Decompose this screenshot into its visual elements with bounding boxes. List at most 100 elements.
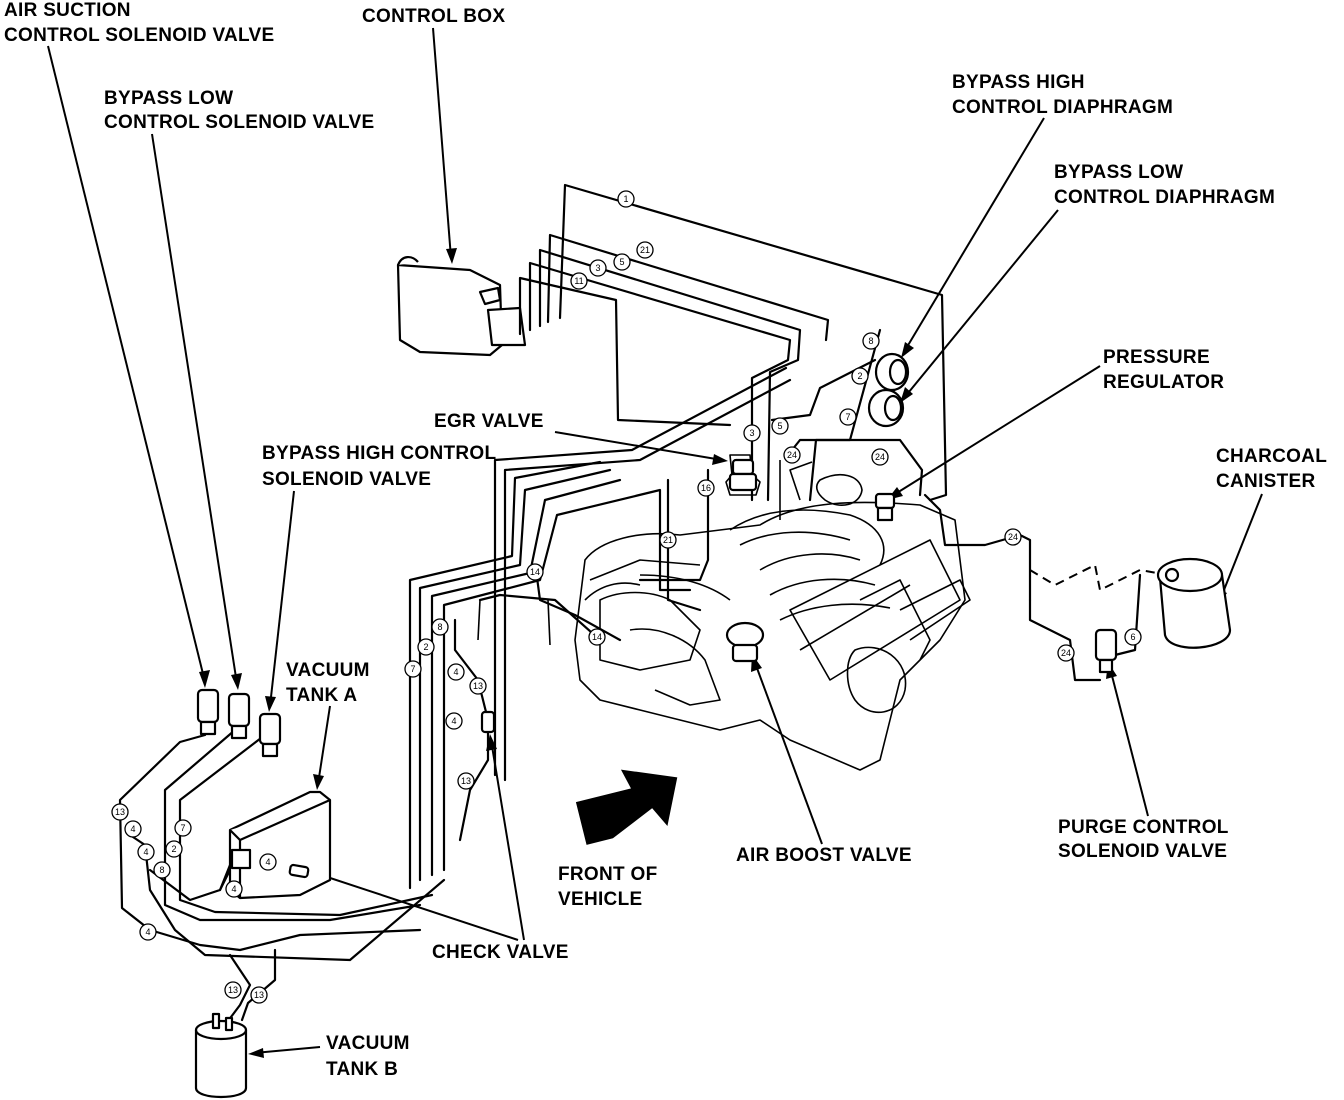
purge-control-solenoid-valve [1094,628,1118,674]
svg-text:13: 13 [473,681,483,691]
hose-tag: 13 [224,981,242,999]
leader-charcoal-canister [1219,493,1263,601]
svg-text:4: 4 [265,857,270,867]
svg-text:4: 4 [231,884,236,894]
label-egr-valve: EGR VALVE [434,411,544,432]
leader-bypass-high-diaphragm [903,117,1045,353]
hose-tag: 24 [1057,644,1075,662]
label-vacuum-tank-a-line1: VACUUM [286,660,370,681]
svg-text:2: 2 [171,844,176,854]
svg-text:21: 21 [640,245,650,255]
leader-air-boost-valve [753,659,823,845]
label-pressure-regulator: PRESSURE REGULATOR [1103,347,1224,393]
hose-tag: 16 [697,479,715,497]
label-bypass-high-diaphragm-line1: BYPASS HIGH [952,72,1085,93]
hose-tag: 5 [613,253,631,271]
hose-tag: 13 [457,772,475,790]
hose-tag: 4 [259,853,277,871]
svg-text:4: 4 [451,716,456,726]
air-suction-control-solenoid-valve [196,688,220,736]
label-front-of-vehicle-line1: FRONT OF [558,864,658,885]
label-control-box: CONTROL BOX [362,6,505,27]
hose-tag: 24 [783,446,801,464]
svg-text:13: 13 [228,985,238,995]
arrowhead-icon [901,342,914,358]
svg-text:7: 7 [845,412,850,422]
hose-tag: 2 [165,840,183,858]
hose-tag: 3 [589,259,607,277]
hose-tag: 4 [139,923,157,941]
svg-text:24: 24 [1008,532,1018,542]
label-vacuum-tank-a: VACUUM TANK A [286,660,370,706]
bypass-low-control-solenoid-valve [227,692,251,740]
svg-text:2: 2 [423,642,428,652]
hose-tag: 2 [417,638,435,656]
svg-text:24: 24 [1061,648,1071,658]
hose-tag: 13 [111,803,129,821]
hose-tag: 14 [588,628,606,646]
arrowhead-icon [313,774,324,790]
label-bypass-low-diaphragm-line2: CONTROL DIAPHRAGM [1054,187,1275,208]
label-bypass-high-solenoid-line2: SOLENOID VALVE [262,469,431,490]
svg-text:8: 8 [159,865,164,875]
svg-text:5: 5 [619,257,624,267]
hose-tag: 21 [636,241,654,259]
label-charcoal-canister-line1: CHARCOAL [1216,446,1327,467]
control-box [396,256,527,357]
label-charcoal-canister-line2: CANISTER [1216,471,1316,492]
svg-text:1: 1 [623,194,628,204]
hose-tag: 7 [839,408,857,426]
svg-text:16: 16 [701,483,711,493]
arrowhead-icon [248,1048,264,1058]
vacuum-tank-b [194,1012,248,1098]
hose-tag: 8 [153,861,171,879]
air-boost-valve [725,621,765,663]
label-bypass-low-diaphragm-line1: BYPASS LOW [1054,162,1183,183]
label-air-suction-control-solenoid-valve: AIR SUCTION CONTROL SOLENOID VALVE [4,0,274,46]
check-valve-1 [288,863,310,879]
charcoal-canister [1156,557,1232,649]
leader-air-suction [47,45,206,683]
label-pressure-regulator-line2: REGULATOR [1103,372,1224,393]
label-vacuum-tank-b-line2: TANK B [326,1059,398,1080]
hose-tag: 7 [404,660,422,678]
pressure-regulator [874,492,896,522]
leader-bypass-high-solenoid [269,490,295,707]
front-of-vehicle-arrow-icon [575,769,678,845]
label-charcoal-canister: CHARCOAL CANISTER [1216,446,1327,492]
label-bypass-high-control-diaphragm: BYPASS HIGH CONTROL DIAPHRAGM [952,72,1173,118]
hose-tag: 21 [659,531,677,549]
svg-text:24: 24 [787,450,797,460]
vacuum-tank-a [228,790,332,900]
label-vacuum-tank-a-line2: TANK A [286,685,357,706]
label-bypass-high-solenoid-line1: BYPASS HIGH CONTROL [262,443,497,464]
label-purge-control-line1: PURGE CONTROL [1058,817,1229,838]
hose-tag: 24 [1004,528,1022,546]
svg-text:14: 14 [530,567,540,577]
svg-text:4: 4 [143,847,148,857]
arrowhead-icon [265,696,276,712]
svg-text:7: 7 [410,664,415,674]
arrowhead-icon [900,387,913,403]
arrowhead-icon [712,454,728,465]
hose-tag: 6 [1124,628,1142,646]
bypass-high-control-solenoid-valve [258,712,282,758]
svg-text:11: 11 [574,276,583,286]
label-purge-control-line2: SOLENOID VALVE [1058,841,1227,862]
hose-tag: 1 [617,190,635,208]
vacuum-hoses [118,183,1169,1027]
svg-text:4: 4 [130,824,135,834]
label-vacuum-tank-b: VACUUM TANK B [326,1033,409,1080]
hose-tag: 11 [570,272,588,290]
hose-tag: 14 [526,563,544,581]
hose-tag: 8 [431,618,449,636]
arrowhead-icon [231,673,242,690]
hose-tag: 5 [771,417,789,435]
svg-text:3: 3 [749,428,754,438]
label-bypass-high-diaphragm-line2: CONTROL DIAPHRAGM [952,97,1173,118]
svg-text:21: 21 [663,535,673,545]
hose-tag: 13 [469,677,487,695]
check-valve-2 [480,710,496,734]
svg-text:4: 4 [145,927,150,937]
label-air-suction-line1: AIR SUCTION [4,0,131,21]
